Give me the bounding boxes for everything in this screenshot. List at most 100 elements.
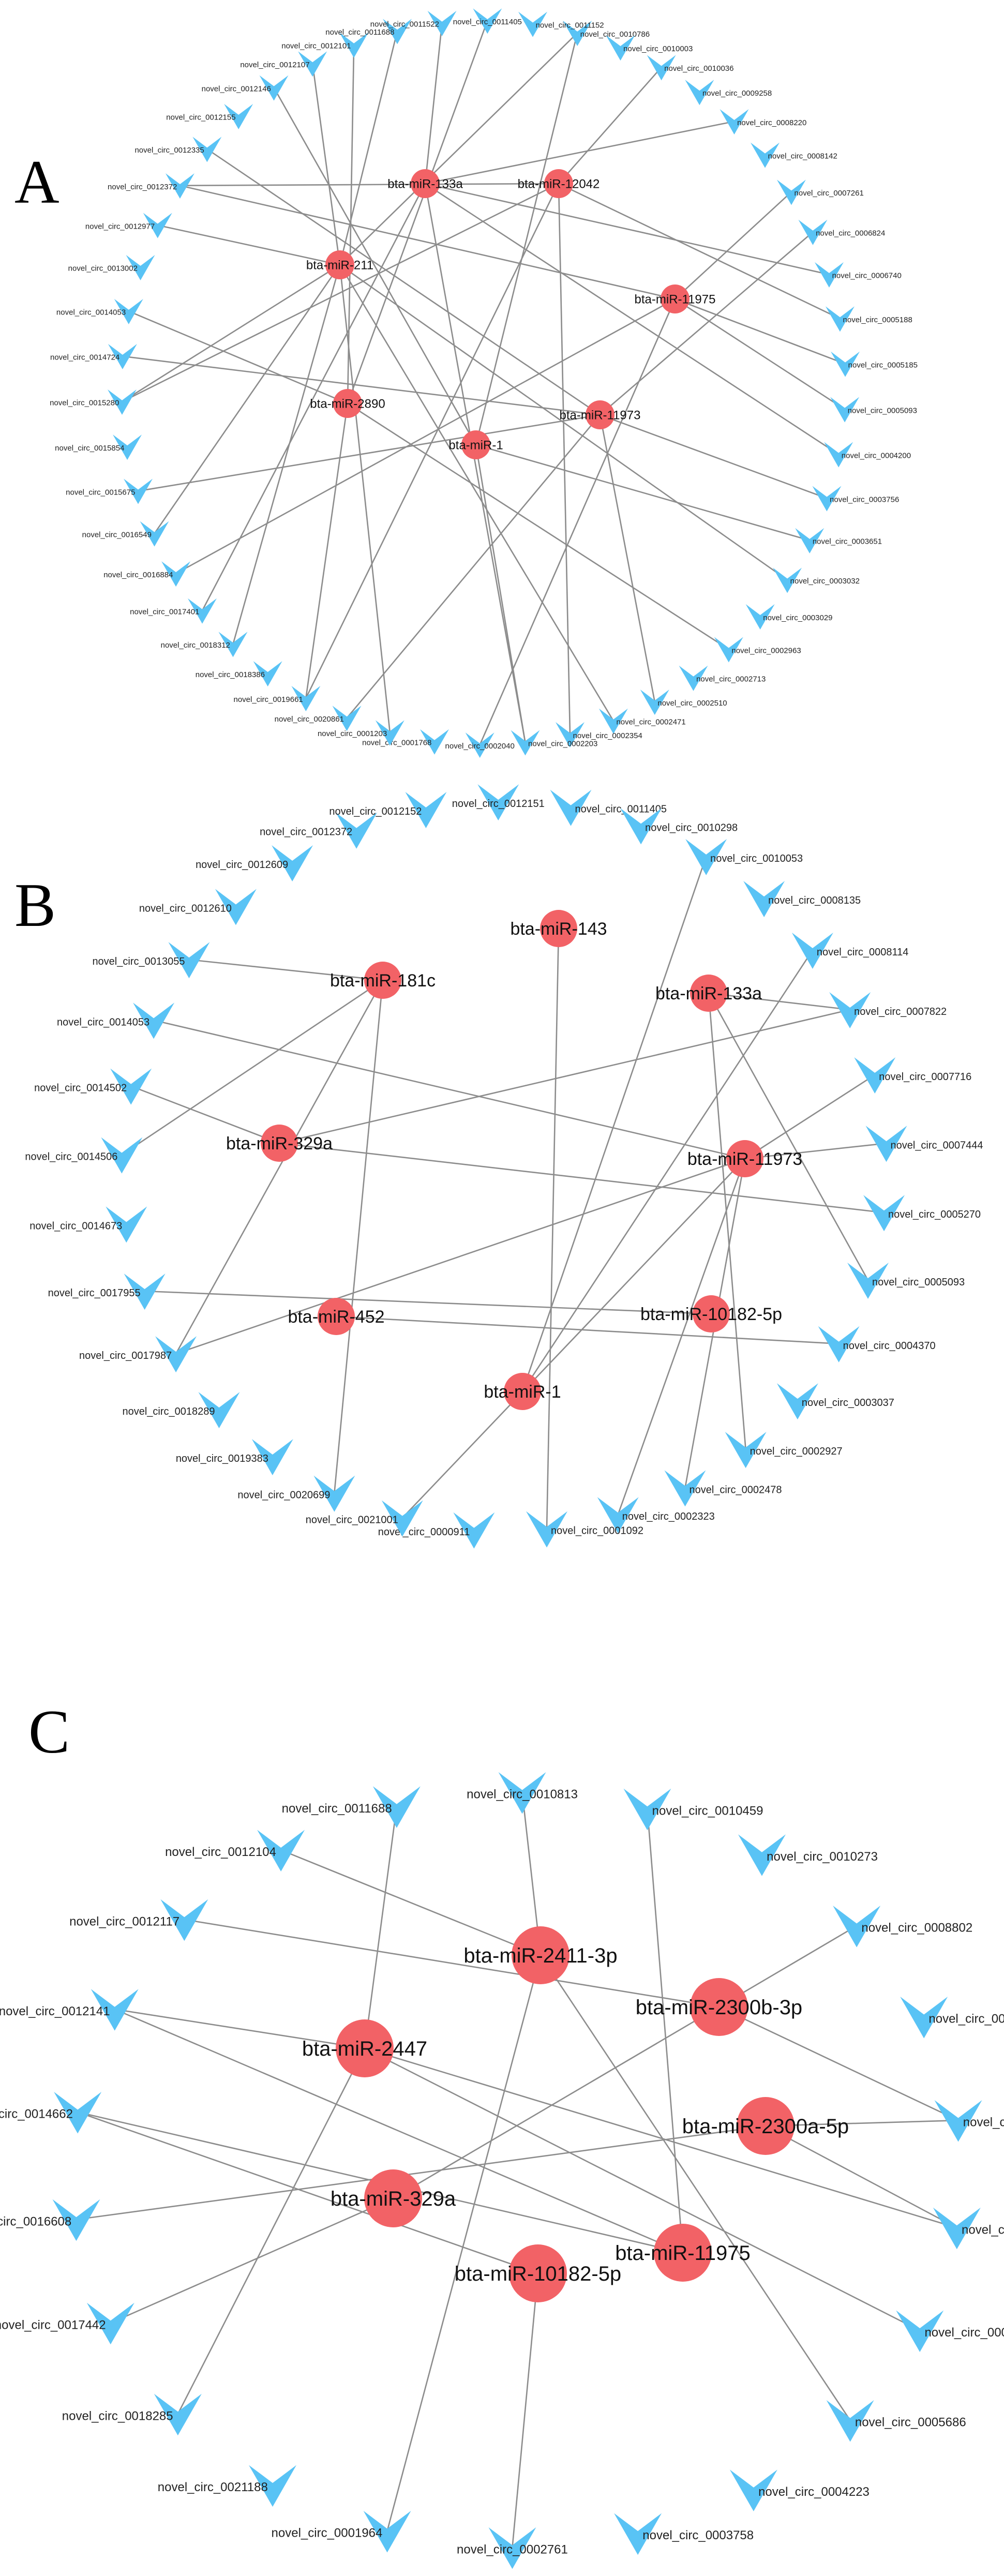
- circrna-label: novel_circ_0012977: [85, 222, 155, 231]
- circrna-node: novel_circ_0012104: [165, 1830, 305, 1871]
- mirna-node: bta-miR-1: [448, 430, 503, 459]
- circrna-label: novel_circ_0004370: [843, 1340, 936, 1352]
- circrna-label: novel_circ_0010273: [767, 1850, 878, 1864]
- interaction-edge: [128, 310, 348, 405]
- mirna-circle-icon: [693, 1295, 730, 1332]
- circrna-chevron-icon: [830, 397, 860, 423]
- circrna-chevron-icon: [161, 561, 191, 587]
- circrna-chevron-icon: [383, 19, 412, 44]
- circrna-label: novel_circ_0003029: [763, 613, 832, 622]
- interaction-edge: [546, 928, 560, 1529]
- circrna-chevron-icon: [664, 1470, 706, 1507]
- interaction-edge: [475, 444, 526, 743]
- circrna-label: novel_circ_0007716: [879, 1071, 971, 1083]
- circrna-label: novel_circ_0014502: [34, 1083, 127, 1094]
- circrna-label: novel_circ_0007261: [795, 189, 864, 198]
- circrna-label: novel_circ_0005093: [848, 406, 917, 415]
- mirna-label: bta-miR-2411-3p: [463, 1944, 617, 1967]
- mirna-label: bta-miR-133a: [387, 177, 463, 191]
- circrna-node: novel_circ_0003651: [795, 528, 882, 553]
- interaction-edge: [339, 32, 578, 265]
- panel-a-edges: [122, 20, 846, 745]
- circrna-label: novel_circ_0014053: [57, 1016, 149, 1028]
- circrna-chevron-icon: [192, 137, 222, 162]
- circrna-node: novel_circ_0006740: [814, 262, 902, 288]
- circrna-label: novel_circ_0010459: [652, 1804, 763, 1818]
- interaction-edge: [121, 979, 383, 1156]
- interaction-edge: [475, 33, 578, 445]
- circrna-chevron-icon: [101, 1137, 143, 1174]
- mirna-node: bta-miR-11973: [687, 1140, 802, 1177]
- interaction-edge: [647, 1808, 684, 2253]
- circrna-label: novel_circ_0002354: [573, 731, 642, 740]
- circrna-label: novel_circ_0016884: [103, 571, 173, 579]
- circrna-label: novel_circ_0012107: [240, 61, 309, 69]
- circrna-node: novel_circ_0015675: [66, 478, 153, 504]
- interaction-edge: [122, 264, 340, 402]
- panel-b-mirna-nodes: bta-miR-143bta-miR-181cbta-miR-133abta-m…: [226, 910, 802, 1410]
- interaction-edge: [347, 20, 488, 404]
- circrna-node: novel_circ_0018312: [161, 632, 248, 657]
- circrna-chevron-icon: [685, 838, 727, 875]
- circrna-node: novel_circ_0005093: [847, 1262, 965, 1299]
- circrna-label: novel_circ_0014053: [56, 308, 126, 317]
- circrna-node: novel_circ_0008142: [751, 142, 837, 168]
- mirna-node: bta-miR-133a: [387, 169, 463, 198]
- circrna-chevron-icon: [863, 1195, 905, 1232]
- circrna-label: novel_circ_0010298: [645, 822, 738, 833]
- interaction-edge: [617, 1158, 746, 1515]
- panel-b: B novel_circ_0011405novel_circ_0010298no…: [14, 784, 983, 1549]
- circrna-label: novel_circ_0003651: [813, 537, 882, 546]
- mirna-label: bta-miR-329a: [331, 2188, 456, 2210]
- circrna-node: novel_circ_0007258: [900, 1997, 1004, 2039]
- circrna-node: novel_circ_0012101: [281, 32, 369, 58]
- circrna-chevron-icon: [108, 343, 137, 369]
- panel-letter-c: C: [28, 1697, 70, 1766]
- mirna-circle-icon: [540, 910, 577, 947]
- circrna-label: novel_circ_0001768: [362, 739, 431, 747]
- circrna-chevron-icon: [249, 2465, 297, 2507]
- interaction-edge: [154, 264, 341, 534]
- panel-b-circrna-nodes: novel_circ_0011405novel_circ_0010298nove…: [25, 784, 983, 1549]
- circrna-chevron-icon: [555, 722, 585, 747]
- circrna-node: novel_circ_0008802: [833, 1906, 972, 1948]
- circrna-chevron-icon: [526, 1511, 568, 1548]
- circrna-chevron-icon: [339, 32, 369, 58]
- interaction-edge: [424, 183, 526, 743]
- circrna-chevron-icon: [900, 1997, 948, 2039]
- interaction-edge: [521, 856, 707, 1392]
- circrna-label: novel_circ_0010036: [664, 64, 733, 73]
- circrna-node: novel_circ_0003032: [773, 567, 860, 593]
- interaction-edge: [184, 1919, 720, 2008]
- circrna-node: novel_circ_0007444: [865, 1126, 983, 1162]
- circrna-node: novel_circ_0012151: [452, 784, 545, 821]
- circrna-chevron-icon: [776, 179, 806, 205]
- circrna-node: novel_circ_0014662: [0, 2091, 102, 2134]
- circrna-label: novel_circ_0012155: [166, 113, 235, 122]
- circrna-node: novel_circ_0011522: [370, 10, 457, 36]
- circrna-node: novel_circ_0005270: [863, 1195, 981, 1232]
- circrna-chevron-icon: [54, 2091, 102, 2134]
- circrna-node: novel_circ_0006824: [798, 219, 885, 245]
- mirna-circle-icon: [737, 2097, 795, 2155]
- mirna-circle-icon: [333, 389, 362, 418]
- mirna-circle-icon: [364, 2169, 422, 2227]
- circrna-node: novel_circ_0010298: [620, 808, 738, 845]
- mirna-node: bta-miR-329a: [226, 1125, 333, 1162]
- circrna-chevron-icon: [896, 2310, 944, 2353]
- circrna-label: novel_circ_0012609: [196, 859, 288, 871]
- interaction-edge: [346, 414, 601, 718]
- circrna-chevron-icon: [453, 1512, 495, 1549]
- mirna-label: bta-miR-329a: [226, 1134, 333, 1154]
- circrna-node: novel_circ_0021188: [158, 2465, 297, 2507]
- circrna-chevron-icon: [198, 1392, 240, 1429]
- interaction-edge: [765, 2119, 958, 2127]
- circrna-chevron-icon: [124, 1274, 166, 1310]
- circrna-label: novel_circ_0011688: [325, 28, 394, 37]
- circrna-chevron-icon: [598, 708, 628, 734]
- mirna-circle-icon: [690, 975, 727, 1012]
- circrna-node: novel_circ_0019383: [176, 1439, 293, 1476]
- circrna-label: novel_circ_0003037: [802, 1397, 894, 1409]
- interaction-edge: [675, 298, 846, 365]
